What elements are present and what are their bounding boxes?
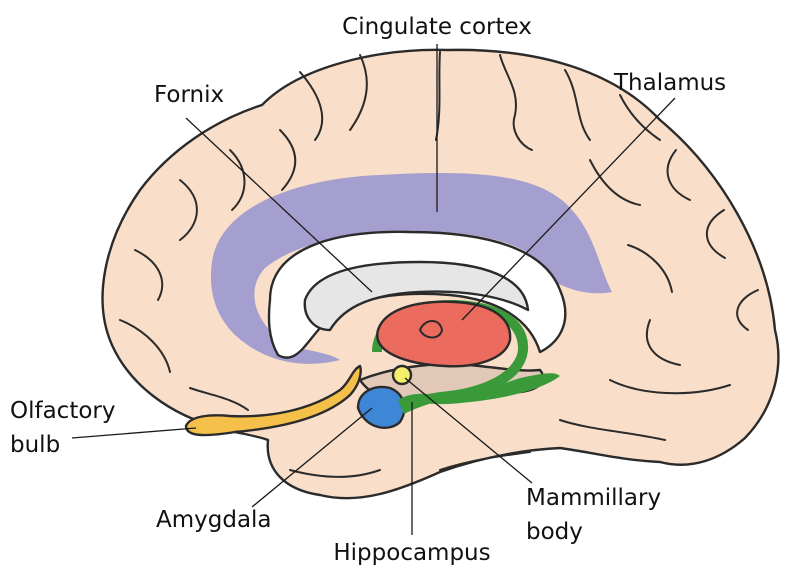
gyri-folds	[119, 51, 759, 478]
leader-fornix	[185, 117, 373, 293]
label-amygdala: Amygdala	[156, 507, 272, 533]
label-thalamus: Thalamus	[613, 70, 726, 96]
olfactory-bulb-structure	[184, 364, 362, 437]
hippocampus-structure	[398, 393, 445, 414]
cingulate-cortex-region	[210, 173, 612, 364]
leader-amygdala	[251, 407, 373, 508]
label-olfactory-line2: bulb	[10, 432, 60, 458]
label-mammillary-line2: body	[526, 519, 583, 545]
corpus-callosum	[267, 230, 567, 359]
leader-lines	[71, 44, 676, 535]
label-mammillary-line1: Mammillary	[526, 485, 661, 511]
label-hippocampus: Hippocampus	[333, 540, 490, 566]
label-olfactory-line1: Olfactory	[10, 398, 116, 424]
lateral-ventricle	[303, 260, 530, 332]
leader-olfactory	[71, 427, 197, 439]
thalamus-structure	[376, 300, 512, 368]
leader-mammillary	[404, 377, 533, 484]
thalamus-center	[419, 320, 443, 339]
label-cingulate-cortex: Cingulate cortex	[342, 14, 532, 40]
label-fornix: Fornix	[154, 82, 224, 108]
leader-thalamus	[461, 97, 676, 321]
fornix-structure	[372, 300, 560, 405]
